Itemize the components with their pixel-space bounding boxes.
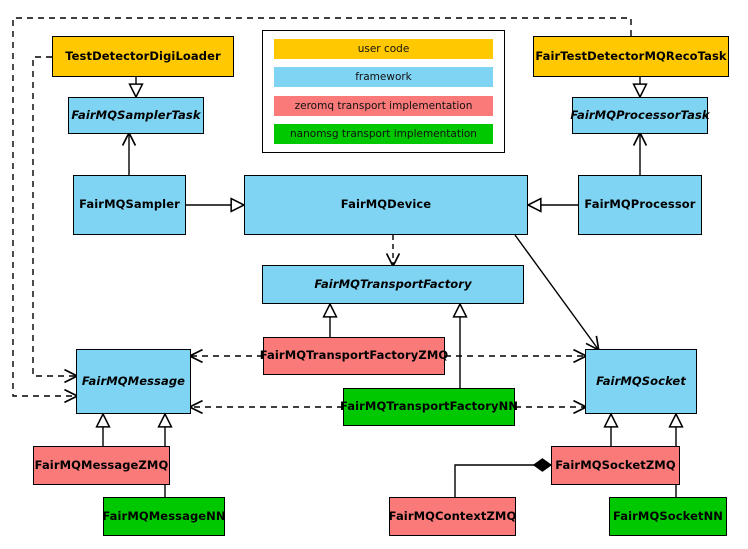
class-node-fairmqcontextzmq[interactable]: FairMQContextZMQ: [389, 497, 516, 536]
legend-panel: user code framework zeromq transport imp…: [262, 30, 505, 153]
class-node-fairmqsampler[interactable]: FairMQSampler: [73, 175, 186, 235]
edge-socketzmq-contextzmq: [454, 458, 553, 497]
class-node-testdetectordigiloader[interactable]: TestDetectorDigiLoader: [52, 36, 234, 77]
class-node-fairmqtransportfactoryzmq[interactable]: FairMQTransportFactoryZMQ: [260, 337, 448, 375]
class-node-fairmqmessagenn[interactable]: FairMQMessageNN: [102, 497, 226, 536]
class-node-fairmqsocket[interactable]: FairMQSocket: [585, 349, 697, 414]
class-node-fairmqsamplertask[interactable]: FairMQSamplerTask: [68, 97, 204, 134]
class-node-fairmqmessage[interactable]: FairMQMessage: [76, 349, 191, 414]
legend-item-nanomsg: nanomsg transport implementation: [274, 123, 493, 144]
legend-label-nanomsg: nanomsg transport implementation: [290, 127, 477, 140]
legend-item-framework: framework: [274, 67, 493, 88]
class-node-fairmqtransportfactory[interactable]: FairMQTransportFactory: [262, 265, 524, 304]
legend-label-user-code: user code: [357, 43, 410, 55]
class-node-fairmqmessagezmq[interactable]: FairMQMessageZMQ: [33, 446, 170, 485]
class-node-fairmqprocessortask[interactable]: FairMQProcessorTask: [570, 97, 710, 134]
class-node-fairmqtransportfactorynn[interactable]: FairMQTransportFactoryNN: [340, 388, 518, 426]
class-node-fairmqsocketnn[interactable]: FairMQSocketNN: [609, 497, 727, 536]
class-node-fairmqsocketzmq[interactable]: FairMQSocketZMQ: [551, 446, 680, 485]
legend-label-zeromq: zeromq transport implementation: [294, 99, 473, 112]
edge-device-socket: [514, 234, 598, 349]
class-node-fairmqdevice[interactable]: FairMQDevice: [244, 175, 528, 235]
legend-item-zeromq: zeromq transport implementation: [274, 95, 493, 116]
legend-item-user-code: user code: [274, 39, 493, 59]
legend-label-framework: framework: [355, 71, 412, 84]
class-node-fairtestdetectormqrecotask[interactable]: FairTestDetectorMQRecoTask: [533, 36, 729, 77]
class-node-fairmqprocessor[interactable]: FairMQProcessor: [578, 175, 702, 235]
